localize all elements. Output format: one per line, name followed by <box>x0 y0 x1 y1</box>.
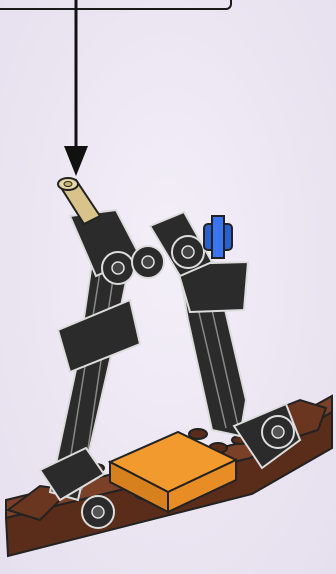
arrow-down-icon <box>64 0 88 176</box>
tan-bar-piece <box>58 178 100 224</box>
blue-axle-connector <box>204 216 232 258</box>
